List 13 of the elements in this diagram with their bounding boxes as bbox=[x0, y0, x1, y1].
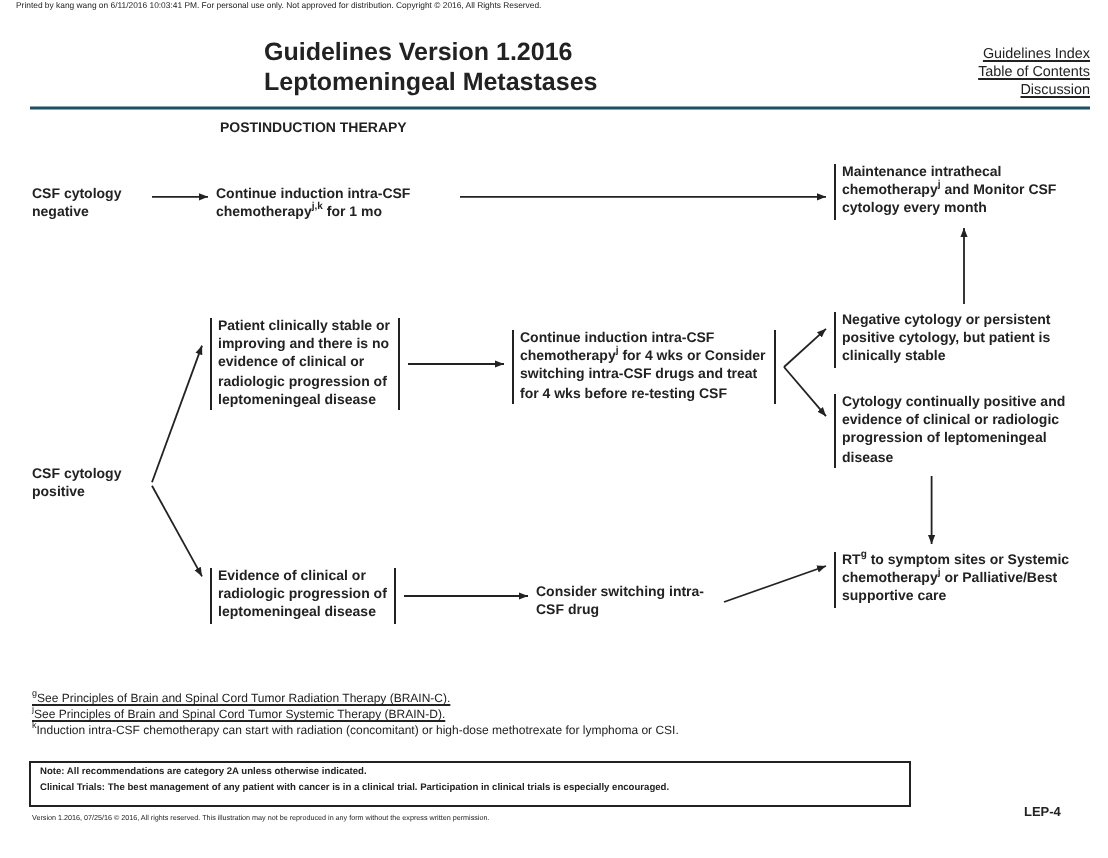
arrow bbox=[459, 193, 827, 201]
arrow bbox=[151, 193, 209, 201]
arrow bbox=[960, 227, 968, 305]
arrow bbox=[407, 360, 505, 368]
arrow bbox=[403, 592, 529, 600]
version-heading: Guidelines Version 1.2016 bbox=[264, 38, 573, 66]
arrow bbox=[783, 327, 827, 368]
title: Leptomeningeal Metastases bbox=[264, 68, 598, 96]
arrow bbox=[928, 475, 936, 545]
arrow bbox=[783, 366, 827, 418]
arrow bbox=[151, 484, 203, 578]
arrow bbox=[723, 565, 827, 603]
arrow bbox=[151, 344, 203, 484]
